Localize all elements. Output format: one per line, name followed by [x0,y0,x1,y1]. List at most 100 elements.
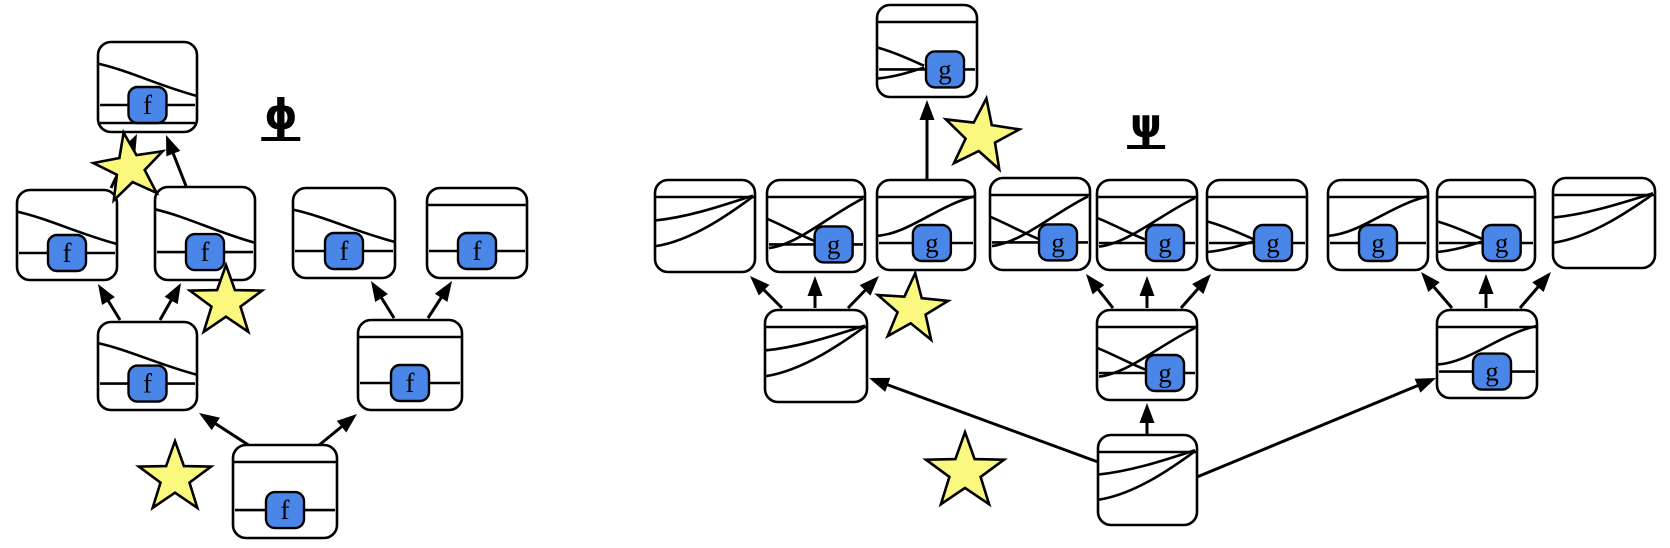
machine-curve [768,197,864,250]
tree-label-phi: ϕ [261,94,301,141]
arrowhead-icon [371,281,388,302]
arrow [1478,274,1494,308]
machine-curve [764,324,866,352]
arrow [1196,378,1436,479]
machine-curve [97,62,198,98]
arrow [158,283,181,321]
function-badge [1144,353,1186,393]
arrow-shaft [846,286,869,310]
arrow-shaft [158,296,175,321]
function-badge [264,490,306,530]
machine-curve [1097,449,1196,476]
function-badge-letter: f [63,238,72,268]
function-badge-letter: f [473,236,482,266]
function-badge [184,232,226,272]
function-badge [323,231,365,271]
arrow [869,377,1099,464]
arrow [1179,274,1211,309]
arrow [1421,272,1454,309]
machine-curve [1206,220,1255,241]
arrow [98,284,122,321]
machine-node-phi-root: f [231,443,339,540]
function-badge-letter: f [201,237,210,267]
function-badge [1481,223,1522,263]
tree-label-psi: ψ [1127,104,1165,149]
arrowhead-icon [1086,274,1105,295]
machine-curve [154,208,256,245]
function-badge [911,223,953,263]
arrowhead-icon [336,414,357,433]
machine-node-psi-b2: g [1095,308,1199,402]
machine-node-psi-root [1096,433,1199,527]
arrowhead-icon [1139,276,1155,296]
function-badge [1471,352,1513,391]
arrow [1139,403,1155,434]
star-icon [135,437,215,511]
function-badge [456,231,498,271]
arrow-shaft [883,382,1099,464]
function-badge [127,85,168,125]
machine-node-psi-m9 [1551,176,1657,270]
arrow [371,281,396,319]
machine-node-psi-b1 [763,308,869,404]
machine-curve [1327,194,1429,238]
machine-curve [16,210,118,246]
machine-node-psi-m7: g [1326,178,1430,272]
arrowhead-icon [1192,274,1211,294]
machine-node-psi-b3: g [1435,308,1539,400]
arrowhead-icon [166,135,181,157]
star-icon [942,94,1024,173]
machine-node-psi-m8: g [1435,178,1537,272]
arrow-shaft [378,293,396,319]
arrowhead-icon [199,413,220,431]
machine-curve [1098,326,1196,378]
machine-node-phi-a2: f [153,185,257,282]
arrows-layer [98,100,1551,479]
arrow-shaft [1430,283,1454,309]
star-icon [874,269,953,344]
arrow [199,413,251,448]
function-badge-letter: g [938,54,952,84]
arrow-shaft [1196,382,1422,479]
function-badge-letter: g [1266,228,1280,258]
machine-node-phi-b2: f [356,318,464,412]
arrow-shaft [760,286,784,310]
function-badge [389,363,431,403]
machine-curve [1436,220,1484,241]
machine-curve [1552,192,1654,219]
arrowhead-icon [1532,272,1551,293]
function-badge-letter: f [406,368,415,398]
arrow [166,135,188,187]
machine-curve [1552,193,1654,245]
arrowhead-icon [434,281,452,302]
arrowhead-icon [869,377,891,392]
arrowhead-icon [164,283,181,305]
function-badge-letter: f [143,369,152,399]
machine-box [653,178,757,274]
machine-node-psi-m2: g [765,178,867,274]
arrow [846,276,879,310]
machine-node-psi-m6: g [1205,178,1309,272]
machine-box [763,308,869,404]
arrowhead-icon [1478,274,1494,294]
star-icon [89,128,167,204]
machine-node-psi-top: g [875,3,979,99]
function-badge-letter: g [1158,228,1172,258]
machine-curve [876,194,976,238]
arrow [1518,272,1551,309]
function-badge-letter: f [281,495,290,525]
arrow-shaft [170,149,188,187]
star-icon [922,428,1008,508]
function-badge [924,50,966,89]
machine-node-phi-a1: f [15,188,119,282]
arrow-shaft [317,422,346,448]
function-badge-letter: g [1158,358,1172,388]
arrowhead-icon [1139,403,1155,423]
machine-node-phi-a4: f [425,186,529,280]
machine-curve [764,325,866,378]
machine-curve [1098,196,1196,248]
machine-curve [292,208,396,244]
function-badge-letter: f [340,236,349,266]
